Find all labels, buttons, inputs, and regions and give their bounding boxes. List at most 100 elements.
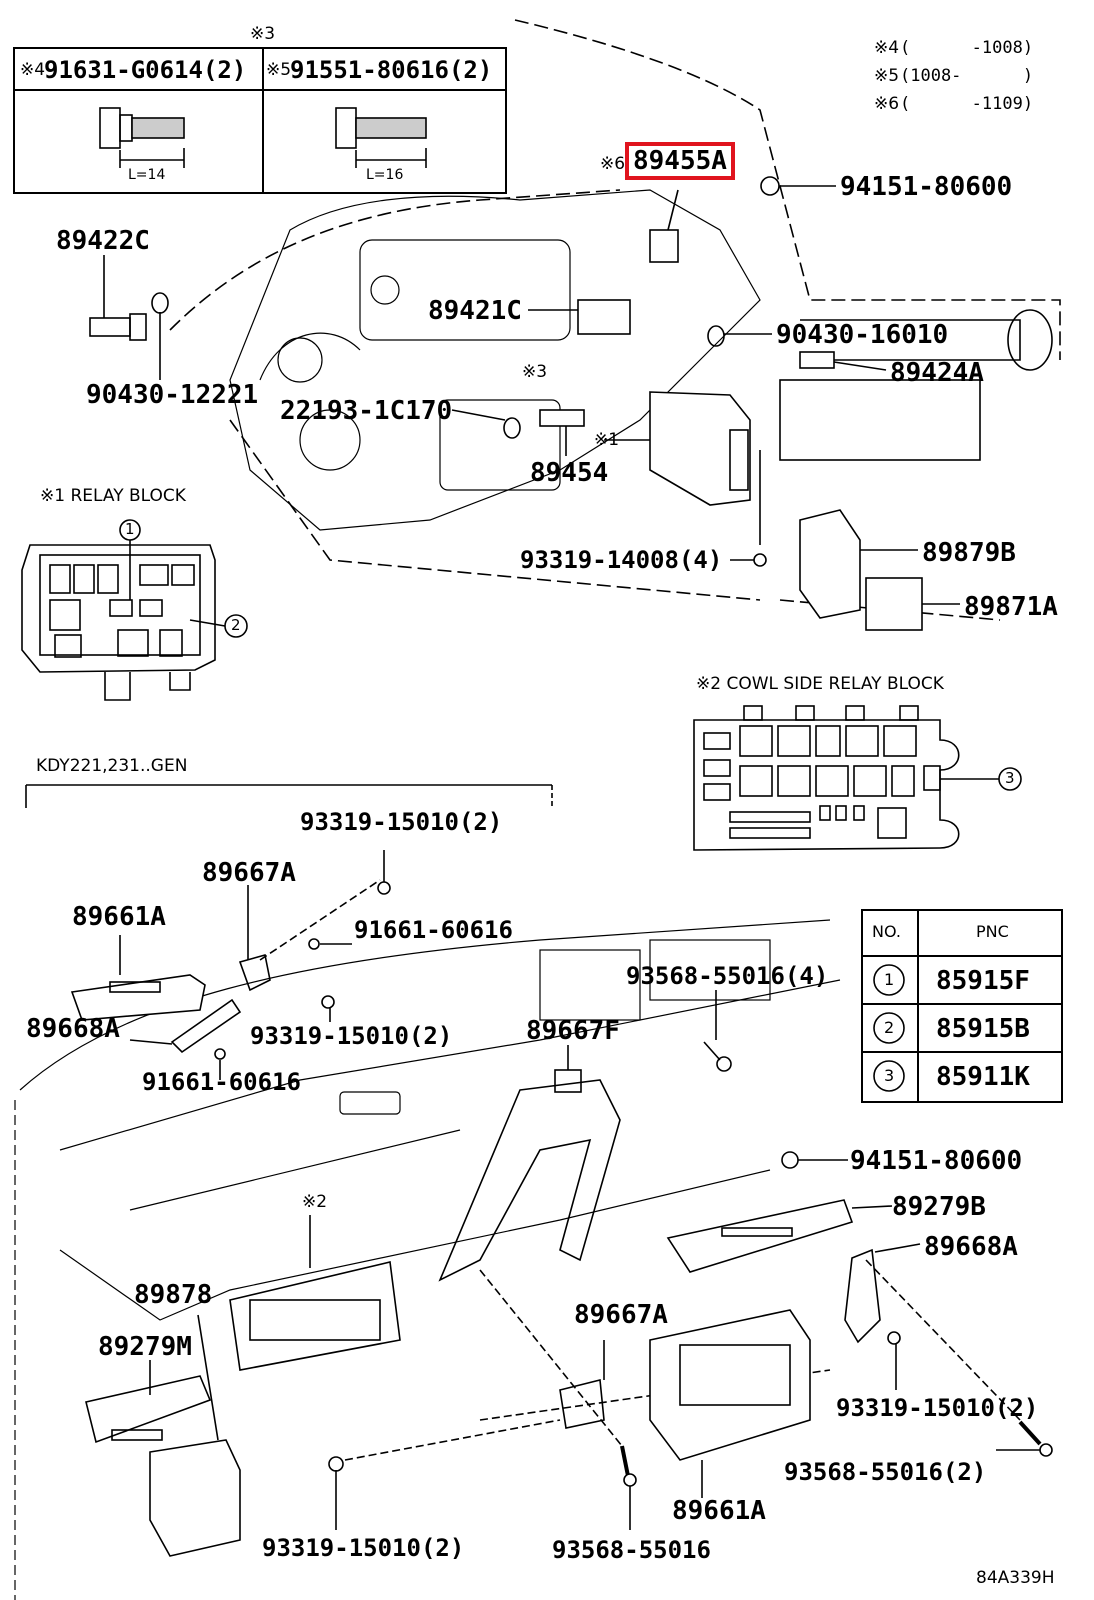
part-91661-60616-b[interactable]: 91661-60616	[142, 1068, 301, 1096]
part-93568-55016-4[interactable]: 93568-55016(4)	[626, 962, 829, 990]
footnote-mark-2: ※2	[302, 1192, 328, 1212]
part-93319-15010-a[interactable]: 93319-15010(2)	[300, 808, 503, 836]
note-text: ( -1008)	[900, 38, 1034, 58]
part-22193-1c170[interactable]: 22193-1C170	[280, 396, 453, 426]
bolt-93319-d	[328, 1419, 561, 1530]
relay-block-drawing	[21, 519, 248, 701]
engine-block	[229, 189, 761, 531]
washer-22193	[451, 409, 521, 439]
bracket-89667a-top	[238, 879, 381, 992]
bolt-drawing-right	[335, 107, 427, 168]
exhaust-pipe	[779, 309, 1053, 461]
bracket-89667f	[438, 1045, 621, 1282]
relay-block-callout-1: 1	[125, 520, 135, 538]
footnote-mark-3-header: ※3	[250, 24, 276, 44]
relay-block-title: ※1 RELAY BLOCK	[40, 486, 186, 506]
pnc-header-no: NO.	[872, 922, 901, 941]
screw-93568-4	[703, 990, 732, 1072]
note-text: (1008- )	[900, 66, 1034, 86]
part-90430-12221[interactable]: 90430-12221	[86, 380, 259, 410]
footnote-mark-6: ※6	[600, 154, 626, 174]
part-89667f[interactable]: 89667F	[526, 1016, 620, 1046]
part-93319-15010-d[interactable]: 93319-15010(2)	[262, 1534, 465, 1562]
cowl-relay-block-callout-3: 3	[1005, 769, 1015, 787]
fastener-part-91551[interactable]: 91551-80616(2)	[290, 56, 493, 84]
pnc-row-value[interactable]: 85911K	[936, 1062, 1030, 1092]
note-text: ( -1109)	[900, 94, 1034, 114]
part-89879b[interactable]: 89879B	[922, 538, 1016, 568]
sensor-89421c	[528, 299, 631, 335]
washer-90430-16010	[707, 325, 772, 347]
note-mark: ※5	[874, 66, 900, 86]
cowl-relay-block-lower	[229, 1215, 401, 1371]
cover-89279m	[85, 1360, 212, 1444]
fastener-part-91631[interactable]: 91631-G0614(2)	[44, 56, 247, 84]
sensor-89422c	[89, 255, 169, 380]
bracket-89668a-left	[129, 998, 242, 1054]
nut-94151-top	[760, 176, 836, 196]
fastener-mark-5: ※5	[266, 60, 292, 80]
bolt-91661-b	[214, 1048, 226, 1080]
part-89454[interactable]: 89454	[530, 458, 609, 488]
bolt-length-right: L=16	[366, 167, 404, 183]
fastener-table-frame	[13, 47, 507, 194]
note-mark: ※4	[874, 38, 900, 58]
part-93319-15010-b[interactable]: 93319-15010(2)	[250, 1022, 453, 1050]
screw-93568-2	[865, 1259, 1053, 1457]
part-89668a-right[interactable]: 89668A	[924, 1232, 1018, 1262]
part-93568-55016-2[interactable]: 93568-55016(2)	[784, 1458, 987, 1486]
screw-93568-1	[479, 1269, 637, 1530]
part-94151-80600-top[interactable]: 94151-80600	[840, 172, 1013, 202]
bolt-length-left: L=14	[128, 167, 166, 183]
part-89871a[interactable]: 89871A	[964, 592, 1058, 622]
note-mark: ※6	[874, 94, 900, 114]
bolt-93319-b	[321, 995, 335, 1022]
section-bracket	[25, 784, 553, 808]
part-93319-14008[interactable]: 93319-14008(4)	[520, 546, 723, 574]
pnc-row-no: 3	[884, 1066, 895, 1085]
bolt-93319-c	[887, 1331, 901, 1390]
part-89421c[interactable]: 89421C	[428, 296, 522, 326]
pnc-row-value[interactable]: 85915F	[936, 966, 1030, 996]
bolt-drawing-left	[99, 107, 185, 168]
part-89424a[interactable]: 89424A	[890, 358, 984, 388]
part-89279m[interactable]: 89279M	[98, 1332, 192, 1362]
pnc-header-pnc: PNC	[976, 922, 1009, 941]
diagram-code: 84A339H	[976, 1568, 1055, 1588]
part-89279b[interactable]: 89279B	[892, 1192, 986, 1222]
part-90430-16010[interactable]: 90430-16010	[776, 320, 949, 350]
part-89455a-highlighted[interactable]: 89455A	[625, 142, 735, 180]
bracket-89668a-right	[844, 1243, 921, 1344]
pnc-row-value[interactable]: 85915B	[936, 1014, 1030, 1044]
dashboard-outline	[14, 919, 841, 1600]
part-89422c[interactable]: 89422C	[56, 226, 150, 256]
module-89871a	[865, 577, 960, 631]
cover-89279b	[666, 1199, 893, 1273]
nut-94151-low	[781, 1151, 848, 1169]
part-93568-55016[interactable]: 93568-55016	[552, 1536, 711, 1564]
bracket-89879b	[799, 509, 918, 619]
fastener-mark-4: ※4	[20, 60, 46, 80]
bolt-93319-a	[377, 850, 391, 895]
sensor-89424a	[799, 351, 887, 371]
part-89661a-low[interactable]: 89661A	[672, 1496, 766, 1526]
pnc-row-no: 1	[884, 970, 895, 989]
bolt-93319-14008	[730, 450, 767, 567]
footnote-mark-3: ※3	[522, 362, 548, 382]
part-89878[interactable]: 89878	[134, 1280, 213, 1310]
part-91661-60616-a[interactable]: 91661-60616	[354, 916, 513, 944]
sensor-89455a	[649, 189, 679, 263]
ecu-89661a-top	[70, 935, 206, 1021]
section-title: KDY221,231..GEN	[36, 756, 188, 776]
pnc-table-frame	[861, 909, 1063, 1103]
part-93319-15010-c[interactable]: 93319-15010(2)	[836, 1394, 1039, 1422]
part-89667a-top[interactable]: 89667A	[202, 858, 296, 888]
part-94151-80600-low[interactable]: 94151-80600	[850, 1146, 1023, 1176]
sensor-89454	[539, 409, 585, 456]
cowl-relay-block-title: ※2 COWL SIDE RELAY BLOCK	[696, 674, 944, 694]
part-89661a-top[interactable]: 89661A	[72, 902, 166, 932]
part-89668a-left[interactable]: 89668A	[26, 1014, 120, 1044]
part-89667a-low[interactable]: 89667A	[574, 1300, 668, 1330]
